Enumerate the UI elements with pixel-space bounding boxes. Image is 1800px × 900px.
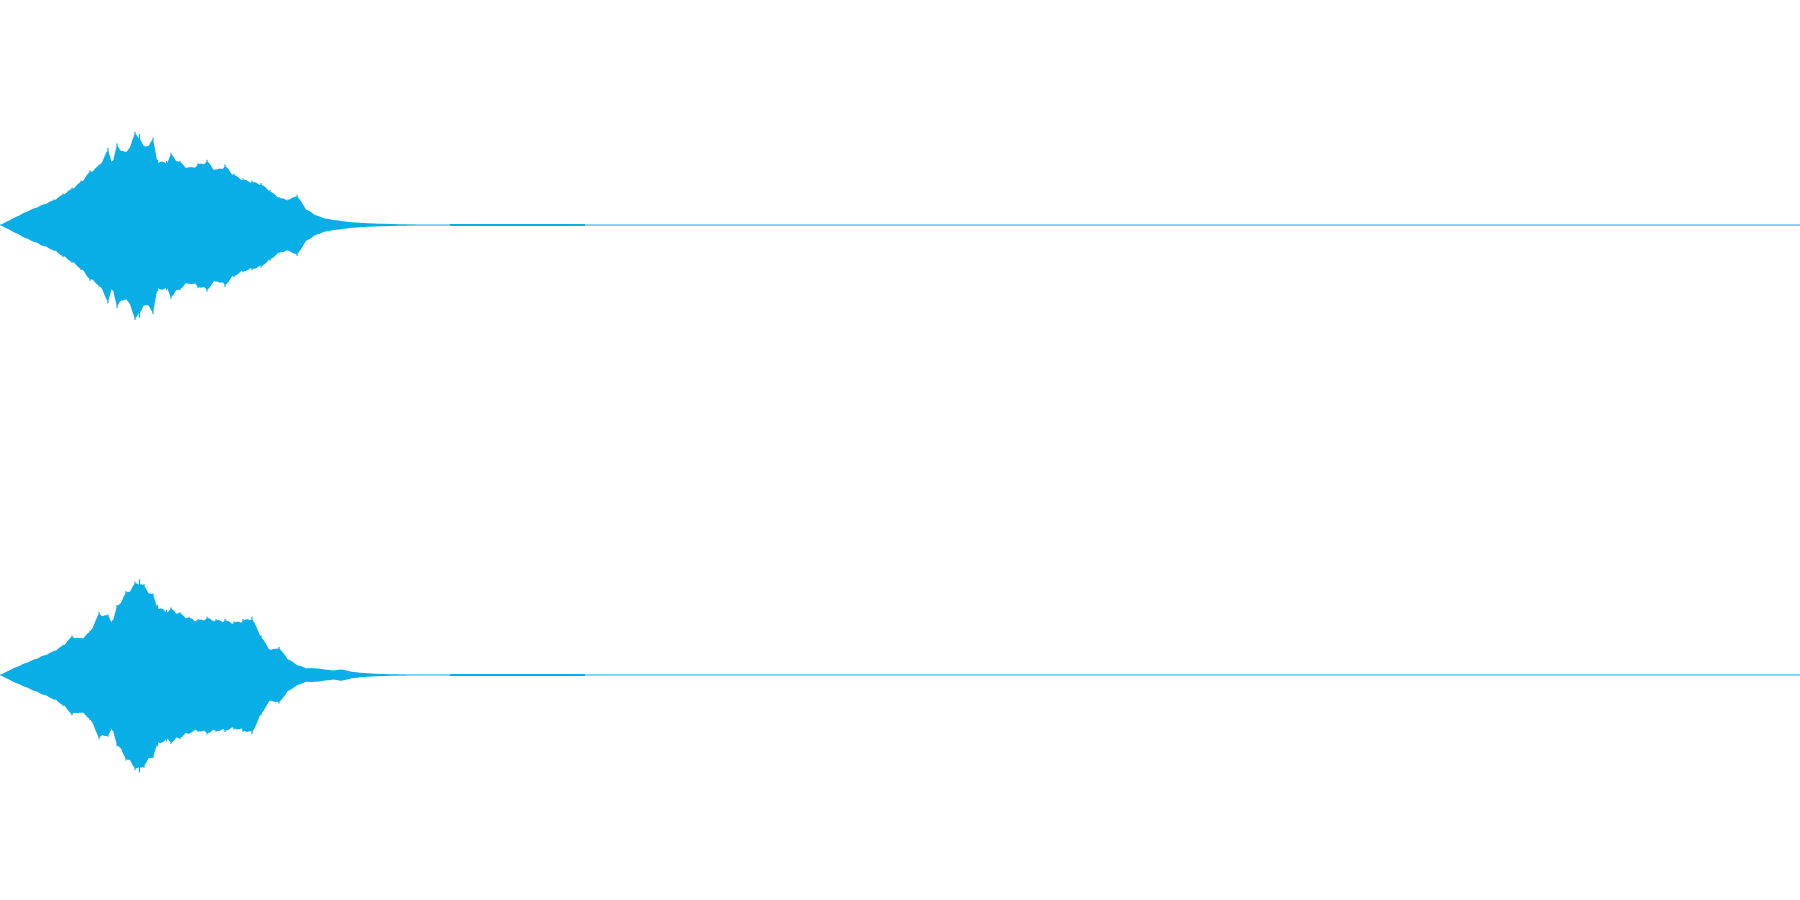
channel-2-waveform	[0, 579, 1800, 773]
channel-1-waveform	[0, 131, 1800, 320]
